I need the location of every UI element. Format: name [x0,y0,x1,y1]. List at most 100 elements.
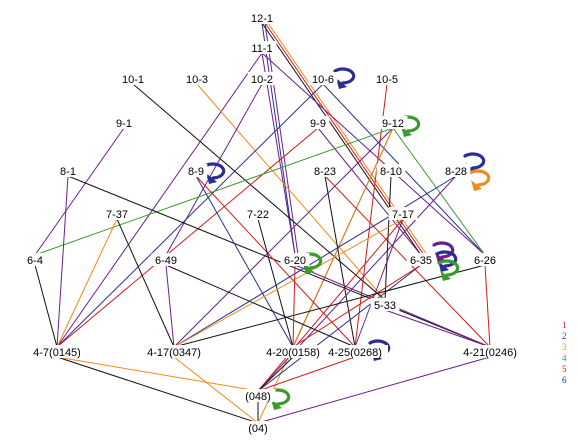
node-backdrop [102,207,132,220]
node-backdrop [184,164,208,177]
self-loop-arrow-icon [333,67,356,89]
edge-7-17-048 [257,218,404,392]
node-backdrop [310,164,340,177]
node-label: 9-1 [116,118,132,130]
node-backdrop [243,421,273,434]
node-label: 6-35 [410,255,432,267]
edge-9-12-4-17 [173,127,394,348]
edge-8-23-4-25 [324,175,356,348]
legend-item: 4 [562,353,567,363]
node-backdrop [112,116,136,129]
node-label: 6-20 [284,255,306,267]
edge-12-1-6-20 [261,22,296,256]
edge-4-7-048 [56,356,259,392]
edge-8-28-4-17 [173,175,457,348]
node-label: 8-1 [60,166,76,178]
node-label: 4-17(0347) [147,347,201,359]
node-backdrop [23,253,47,266]
node-backdrop [388,207,418,220]
node-backdrop [247,72,277,85]
self-loop-arrow-icon [437,259,460,281]
edge-7-17-4-17 [173,218,404,348]
edge-11-1-6-20 [261,52,296,256]
node-backdrop [306,116,330,129]
node-label: 8-23 [314,166,336,178]
node-label: 7-17 [392,209,414,221]
node-label: 4-21(0246) [463,347,517,359]
legend-item: 2 [562,331,567,341]
edge-4-25-048 [257,356,356,392]
edge-7-17-4-25 [354,218,404,348]
edge-8-1-4-7 [56,175,69,348]
edge-10-2-6-49 [165,83,263,256]
node-backdrop [406,253,436,266]
edge-4-17-04 [173,356,259,424]
node-label: 9-12 [382,118,404,130]
node-label: 8-28 [445,166,467,178]
node-backdrop [378,116,408,129]
edge-11-1-4-7 [56,52,263,348]
self-loop-arrow-icon [203,162,226,184]
node-label: 4-25(0268) [328,347,382,359]
edge-9-12-6-26 [392,127,486,256]
legend-item: 1 [562,320,567,330]
node-backdrop [470,253,500,266]
node-label: 10-5 [376,74,398,86]
node-backdrop [56,164,80,177]
edge-8-9-4-25 [195,175,356,348]
edge-10-1-5-33 [132,83,386,301]
node-backdrop [441,164,471,177]
node-label: 10-3 [186,74,208,86]
node-backdrop [247,41,277,54]
node-label: 6-26 [474,255,496,267]
edge-9-9-4-7 [56,127,319,348]
node-backdrop [376,164,406,177]
edge-10-3-5-33 [196,83,386,301]
node-label: (048) [245,391,271,403]
legend-item: 5 [562,364,567,374]
node-backdrop [370,298,400,311]
node-label: 10-1 [122,74,144,86]
node-backdrop [247,11,277,24]
edge-10-6-4-7 [56,83,324,348]
node-backdrop [151,253,181,266]
node-backdrop [457,345,523,358]
node-label: (04) [248,423,268,435]
edge-12-1-6-20 [264,22,299,256]
node-label: 9-9 [310,118,326,130]
node-label: 12-1 [251,13,273,25]
node-backdrop [260,345,326,358]
node-backdrop [308,72,338,85]
node-label: 4-7(0145) [33,347,81,359]
nodes-layer: 12-1 11-1 10-1 10-3 10-2 10-6 10-5 9-1 9-9 9-12 8-… [23,11,523,435]
loops-layer [203,67,491,410]
node-label: 7-22 [247,209,269,221]
edge-8-10-5-33 [384,175,392,301]
edge-4-20-048 [257,356,294,392]
node-backdrop [118,72,148,85]
edge-6-35-048 [257,264,422,392]
node-backdrop [240,389,276,402]
edge-9-1-6-4 [34,127,125,256]
node-backdrop [141,345,207,358]
legend-item: 6 [562,375,567,385]
edge-8-9-4-20 [195,175,294,348]
edge-6-49-4-25 [165,264,356,348]
edge-6-26-4-17 [173,264,486,348]
node-backdrop [322,345,388,358]
node-backdrop [243,207,273,220]
edge-7-37-4-7 [56,218,118,348]
node-label: 10-6 [312,74,334,86]
node-label: 7-37 [106,209,128,221]
edge-6-4-4-7 [34,264,58,348]
node-label: 10-2 [251,74,273,86]
edge-4-21-04 [257,356,491,424]
node-backdrop [182,72,212,85]
edge-9-9-6-35 [317,127,422,256]
node-label: 11-1 [251,43,272,55]
edge-6-49-4-17 [165,264,175,348]
edge-11-1-6-26 [261,52,486,256]
